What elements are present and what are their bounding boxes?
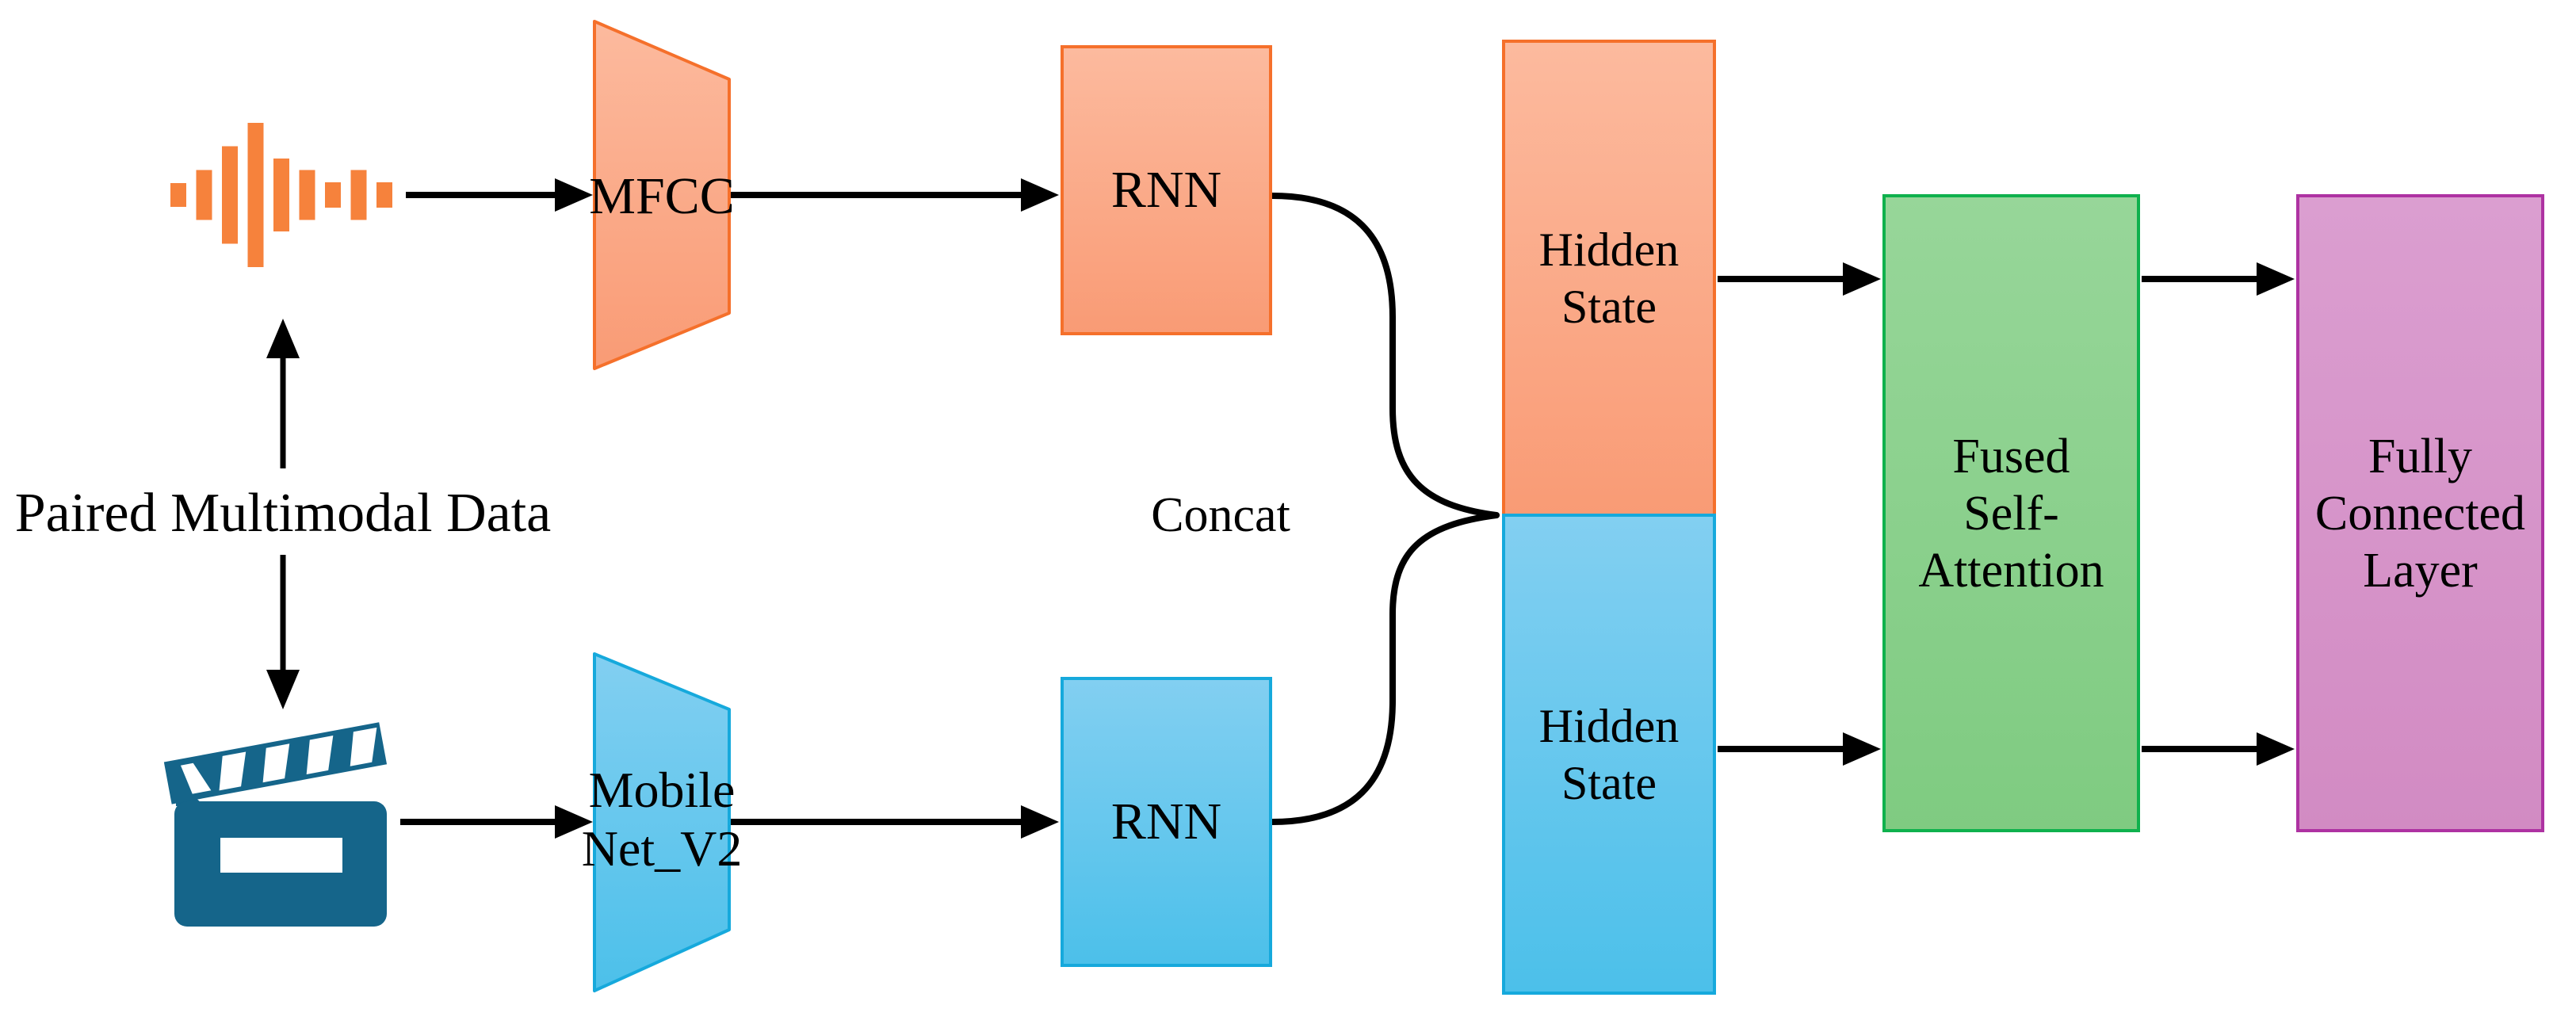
hidden-video-line-1: Hidden (1538, 699, 1680, 752)
fc-line-1: Fully (2368, 429, 2472, 483)
paired-data-down-arrow (266, 555, 300, 709)
concat-label: Concat (1151, 488, 1290, 542)
hidden-audio-line-1: Hidden (1538, 224, 1680, 276)
audio-waveform-icon (170, 123, 392, 267)
arrow-mfcc-to-rnn (731, 178, 1059, 212)
rnn-video-label: RNN (1110, 793, 1222, 850)
video-clapperboard-icon (163, 722, 388, 927)
mobilenet-trapezoid (593, 652, 731, 992)
audio-waveform-bar (273, 159, 289, 231)
audio-waveform-bar (299, 170, 315, 220)
mfcc-node-label: MFCC (589, 167, 735, 225)
hidden-audio-line-2: State (1561, 281, 1657, 333)
rnn-audio-label: RNN (1110, 161, 1222, 219)
mobilenet-node-label: Mobile Net_V2 (577, 761, 747, 878)
audio-waveform-bar (247, 123, 264, 267)
fused-self-attention-node: Fused Self- Attention (1882, 194, 2140, 832)
concat-curve-from-rnn-video (1269, 512, 1500, 825)
concat-curve-from-rnn-audio (1269, 193, 1500, 518)
arrow-video-to-mobilenet (400, 805, 593, 839)
fc-line-2: Connected (2314, 486, 2526, 541)
mobilenet-line-1: Mobile (588, 762, 736, 818)
audio-waveform-bar (376, 182, 392, 208)
rnn-audio-node: RNN (1061, 45, 1272, 335)
fused-line-3: Attention (1918, 543, 2104, 598)
arrow-mobilenet-to-rnn (731, 805, 1059, 839)
fused-line-2: Self- (1963, 486, 2059, 541)
audio-waveform-bar (196, 170, 212, 220)
arrow-fused-to-fc-bottom (2142, 732, 2295, 766)
arrow-fused-to-fc-top (2142, 262, 2295, 296)
fc-line-3: Layer (2363, 543, 2478, 598)
fully-connected-layer-node: Fully Connected Layer (2296, 194, 2544, 832)
audio-waveform-bar (170, 183, 186, 207)
arrow-audio-to-mfcc (406, 178, 593, 212)
arrow-hidden-audio-to-fused (1718, 262, 1881, 296)
audio-waveform-bar (325, 182, 341, 208)
hidden-video-line-2: State (1561, 756, 1657, 809)
hidden-state-audio-node: Hidden State (1502, 40, 1716, 517)
audio-waveform-bar (350, 170, 367, 220)
hidden-state-video-node: Hidden State (1502, 514, 1716, 995)
audio-waveform-bar (222, 146, 238, 244)
fused-line-1: Fused (1952, 429, 2070, 483)
arrow-hidden-video-to-fused (1718, 732, 1881, 766)
paired-multimodal-data-label: Paired Multimodal Data (14, 483, 552, 544)
paired-data-up-arrow (266, 319, 300, 468)
mfcc-trapezoid (593, 20, 731, 370)
mobilenet-line-2: Net_V2 (581, 820, 743, 877)
rnn-video-node: RNN (1061, 677, 1272, 967)
